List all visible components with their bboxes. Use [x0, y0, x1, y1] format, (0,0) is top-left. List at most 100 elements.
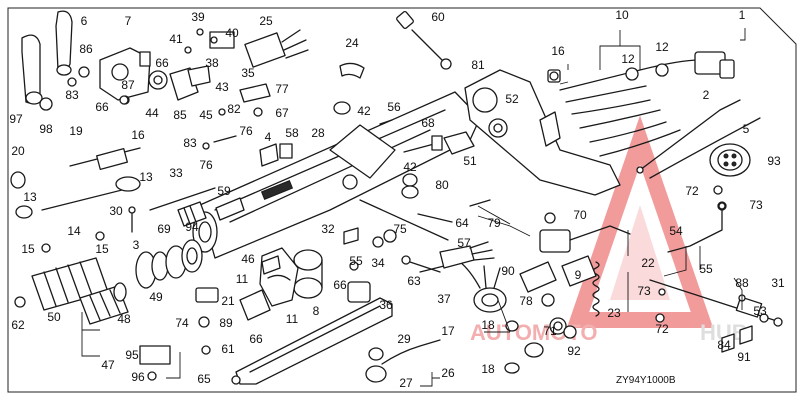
- cable-63: [401, 255, 441, 273]
- callout-13c: 55: [349, 254, 363, 268]
- callout-73b: 73: [637, 284, 651, 298]
- callout-78: 78: [519, 294, 533, 308]
- callout-97: 97: [9, 112, 23, 126]
- clip-35: [239, 83, 271, 103]
- callout-27: 27: [399, 376, 413, 390]
- callout-12a: 12: [621, 52, 635, 66]
- clip-13b: [115, 176, 141, 192]
- bolt-61: [201, 345, 211, 355]
- callout-14: 14: [67, 224, 81, 238]
- callout-77: 77: [275, 82, 289, 96]
- spring-76: [213, 135, 237, 143]
- callout-35: 35: [241, 66, 255, 80]
- bushing-42a: [333, 101, 351, 115]
- callout-8: 8: [313, 304, 320, 318]
- callout-28: 28: [311, 126, 325, 140]
- callout-75: 75: [393, 222, 407, 236]
- callout-19: 19: [69, 124, 83, 138]
- washer-74: [198, 316, 210, 328]
- callout-36: 36: [379, 298, 393, 312]
- bolt-66a: [119, 95, 129, 105]
- nut-92: [563, 325, 577, 339]
- grip-insert-94: [177, 201, 207, 227]
- callout-67: 67: [275, 106, 289, 120]
- callout-33: 33: [169, 166, 183, 180]
- ring-86: [78, 66, 90, 78]
- callout-61: 61: [221, 342, 235, 356]
- bolt-82: [218, 108, 226, 116]
- washer-80: [401, 185, 419, 199]
- callout-21: 21: [221, 294, 235, 308]
- diagram-code: ZY94Y1000B: [616, 375, 676, 386]
- callout-31: 31: [771, 276, 785, 290]
- washer-34: [372, 236, 384, 248]
- callout-95: 95: [125, 348, 139, 362]
- callout-1: 1: [739, 8, 746, 22]
- callout-16a: 16: [551, 44, 565, 58]
- callout-45: 45: [199, 108, 213, 122]
- callout-89: 89: [219, 316, 233, 330]
- ring-98: [39, 97, 53, 111]
- sleeve-89: [239, 289, 271, 321]
- ring-83a: [67, 77, 77, 87]
- callout-4: 4: [265, 130, 272, 144]
- callout-29: 29: [397, 332, 411, 346]
- steering-bracket: [464, 69, 621, 196]
- callout-38: 38: [205, 56, 219, 70]
- callout-32: 32: [321, 222, 335, 236]
- callout-88: 88: [735, 276, 749, 290]
- shift-rod: [649, 201, 781, 323]
- callout-6: 6: [81, 14, 88, 28]
- callout-24: 24: [345, 36, 359, 50]
- callout-68: 68: [421, 116, 435, 130]
- callout-85: 85: [173, 108, 187, 122]
- callout-90: 90: [501, 264, 515, 278]
- callout-15b: 15: [95, 242, 109, 256]
- callout-81: 81: [471, 58, 485, 72]
- bracket-95: [139, 345, 171, 365]
- callout-91: 91: [737, 350, 751, 364]
- callout-56: 56: [387, 100, 401, 114]
- watermark-inner-triangle-icon: [610, 205, 670, 300]
- ignition-switch-17: [459, 261, 507, 313]
- plate-58: [279, 143, 293, 159]
- clip-13a: [15, 205, 33, 219]
- bushing-42b: [402, 173, 418, 187]
- bolt-53: [759, 313, 769, 323]
- bolt-72b: [655, 313, 665, 323]
- callout-12b: 12: [655, 40, 669, 54]
- tube-59: [215, 197, 245, 221]
- cap-18b: [504, 362, 520, 374]
- callout-49: 49: [149, 290, 163, 304]
- connector-93: [709, 143, 751, 177]
- lower-cover-29: [235, 297, 393, 385]
- callout-63: 63: [407, 274, 421, 288]
- holder-51: [443, 131, 475, 155]
- callout-44: 44: [145, 106, 159, 120]
- connector-16b: [96, 147, 128, 171]
- bolt-73b: [658, 288, 666, 296]
- bolt-73a: [718, 202, 726, 210]
- bracket-38: [187, 65, 211, 87]
- callout-60: 60: [431, 10, 445, 24]
- bolt-16a: [549, 71, 559, 81]
- bracket-4: [259, 143, 279, 167]
- callout-59: 59: [217, 184, 231, 198]
- rod-33: [149, 187, 216, 211]
- callout-98: 98: [39, 122, 53, 136]
- callout-73a: 73: [749, 198, 763, 212]
- callout-65: 65: [197, 372, 211, 386]
- callout-43: 43: [215, 80, 229, 94]
- callout-39: 39: [191, 10, 205, 24]
- bolt-62: [14, 296, 26, 308]
- cable-37: [419, 241, 495, 273]
- washer-81: [440, 58, 452, 70]
- callout-86: 86: [79, 42, 93, 56]
- callout-41: 41: [169, 32, 183, 46]
- callout-80: 80: [435, 178, 449, 192]
- block-36: [347, 281, 371, 303]
- callout-20: 20: [11, 144, 25, 158]
- ring-48: [113, 282, 127, 302]
- clip-84: [721, 333, 735, 353]
- callout-46: 46: [241, 252, 255, 266]
